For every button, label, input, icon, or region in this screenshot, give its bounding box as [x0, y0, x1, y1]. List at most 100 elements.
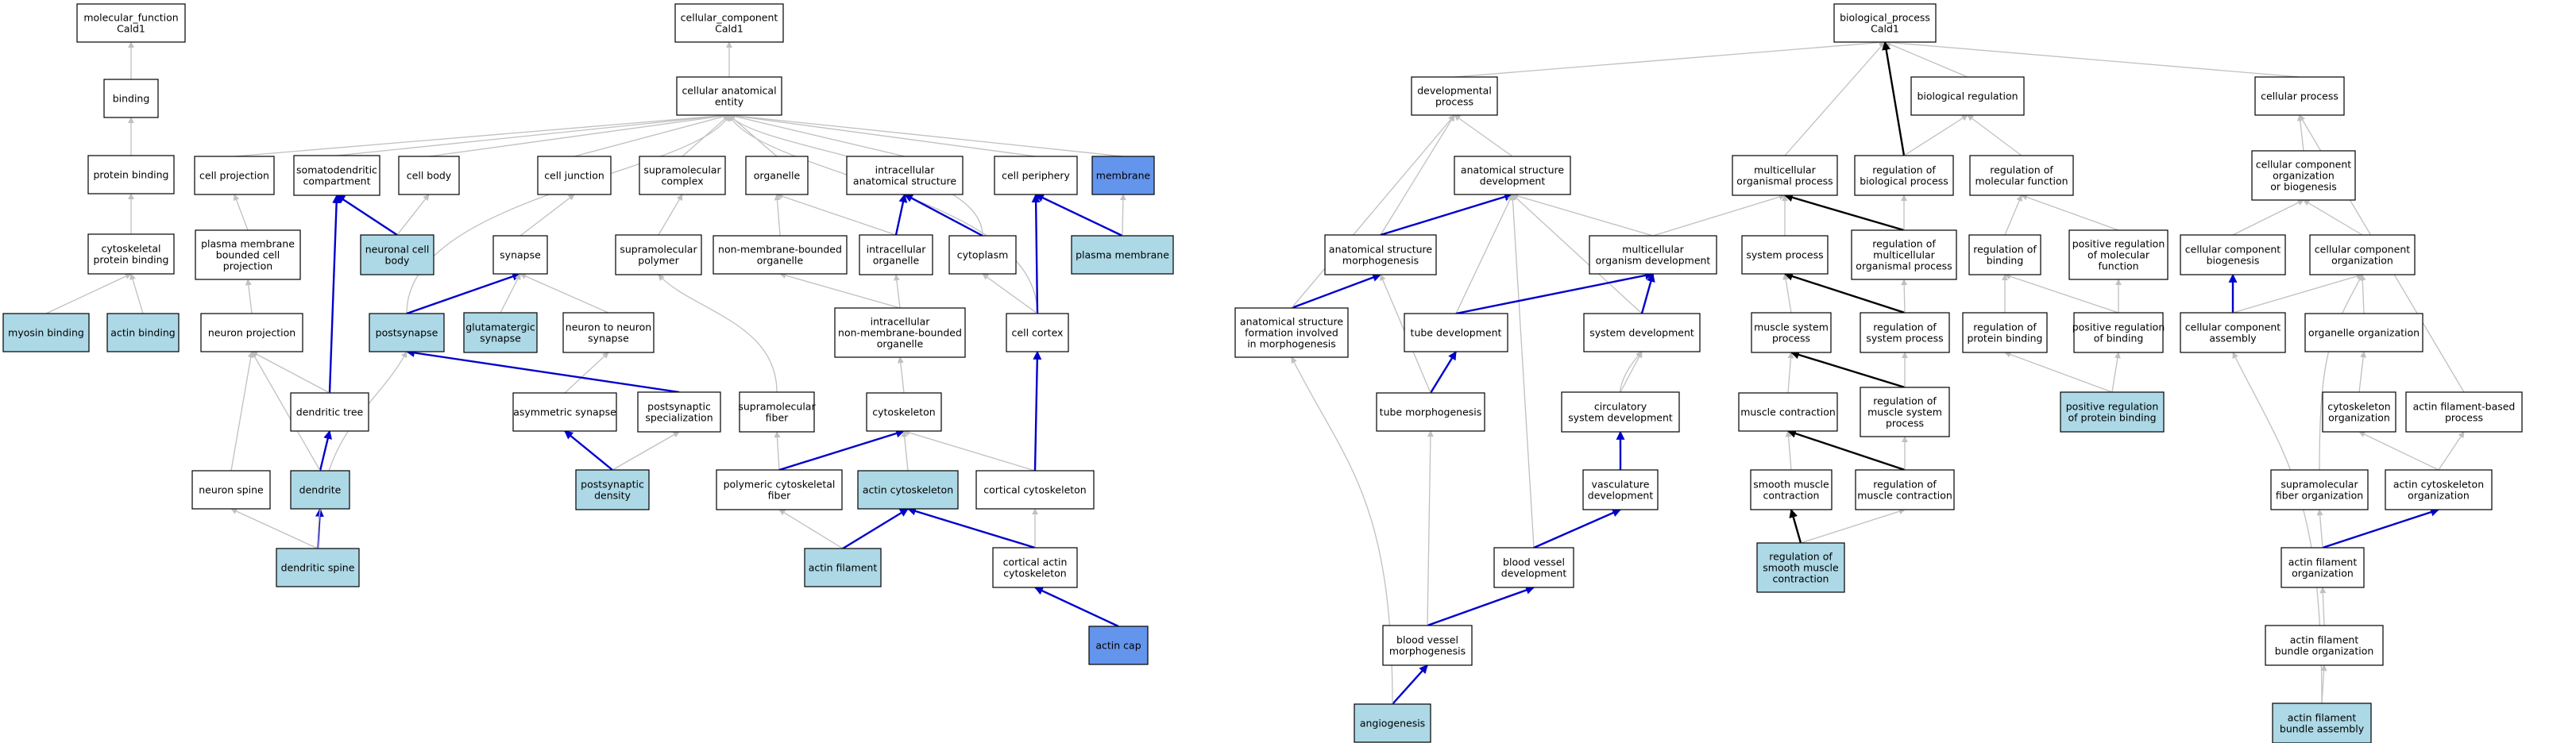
node-cytoplasm[interactable]: cytoplasm [948, 235, 1017, 275]
node-cellular-process[interactable]: cellular process [2254, 76, 2345, 116]
node-biological-regulation[interactable]: biological regulation [1910, 76, 2025, 116]
node-cell-projection[interactable]: cell projection [194, 156, 275, 195]
edge-neuron-to-neuron-synapse-to-synapse [519, 273, 609, 314]
node-label-line: non-membrane-bounded [838, 327, 962, 339]
node-binding[interactable]: binding [103, 79, 159, 118]
node-cell-junction[interactable]: cell junction [537, 156, 612, 195]
node-box [369, 313, 445, 352]
node-neuron-spine[interactable]: neuron spine [191, 470, 271, 510]
node-tube-morphogenesis[interactable]: tube morphogenesis [1376, 392, 1485, 432]
node-organelle[interactable]: organelle [745, 156, 809, 195]
node-angiogenesis[interactable]: angiogenesis [1354, 703, 1431, 743]
node-plasma-membrane[interactable]: plasma membrane [1071, 235, 1174, 275]
node-actin-binding[interactable]: actin binding [106, 313, 180, 352]
node-actin-cytoskeleton[interactable]: actin cytoskeleton [857, 470, 959, 510]
node-dendritic-spine[interactable]: dendritic spine [276, 548, 360, 587]
node-asymmetric-synapse[interactable]: asymmetric synapse [512, 392, 617, 432]
node-cytoskeleton[interactable]: cytoskeleton [866, 392, 942, 432]
node-protein-binding[interactable]: protein binding [87, 155, 175, 194]
node-cell-body[interactable]: cell body [398, 156, 460, 195]
node-cortical-cytoskeleton[interactable]: cortical cytoskeleton [975, 470, 1095, 510]
node-muscle-contraction[interactable]: muscle contraction [1738, 392, 1838, 432]
node-organelle-organization[interactable]: organelle organization [2304, 313, 2423, 352]
edge-cytoskeleton-organization-to-organelle-organization [2358, 351, 2367, 393]
node-tube-development[interactable]: tube development [1404, 313, 1508, 352]
node-actin-cap[interactable]: actin cap [1088, 626, 1149, 665]
node-cell-periphery[interactable]: cell periphery [994, 156, 1078, 195]
node-label-line: regulation of [1873, 395, 1937, 407]
node-neuron-projection[interactable]: neuron projection [200, 313, 303, 352]
node-system-process[interactable]: system process [1741, 235, 1829, 275]
node-dendritic-tree[interactable]: dendritic tree [290, 392, 369, 432]
node-label-line: intracellular [867, 244, 927, 256]
node-dendrite[interactable]: dendrite [290, 470, 350, 510]
node-membrane[interactable]: membrane [1091, 156, 1155, 195]
node-synapse[interactable]: synapse [492, 235, 548, 275]
node-actin-filament[interactable]: actin filament [804, 548, 882, 587]
node-intracellular-non-membrane-bounded-organelle[interactable]: intracellularnon-membrane-boundedorganel… [834, 307, 966, 358]
node-system-development[interactable]: system development [1583, 313, 1701, 352]
node-cell-cortex[interactable]: cell cortex [1006, 313, 1069, 352]
node-label-line: system process [1866, 333, 1943, 345]
node-postsynapse[interactable]: postsynapse [369, 313, 445, 352]
node-label-line: of molecular [2087, 249, 2150, 261]
node-label-line: protein binding [93, 254, 168, 266]
node-myosin-binding[interactable]: myosin binding [2, 313, 90, 352]
